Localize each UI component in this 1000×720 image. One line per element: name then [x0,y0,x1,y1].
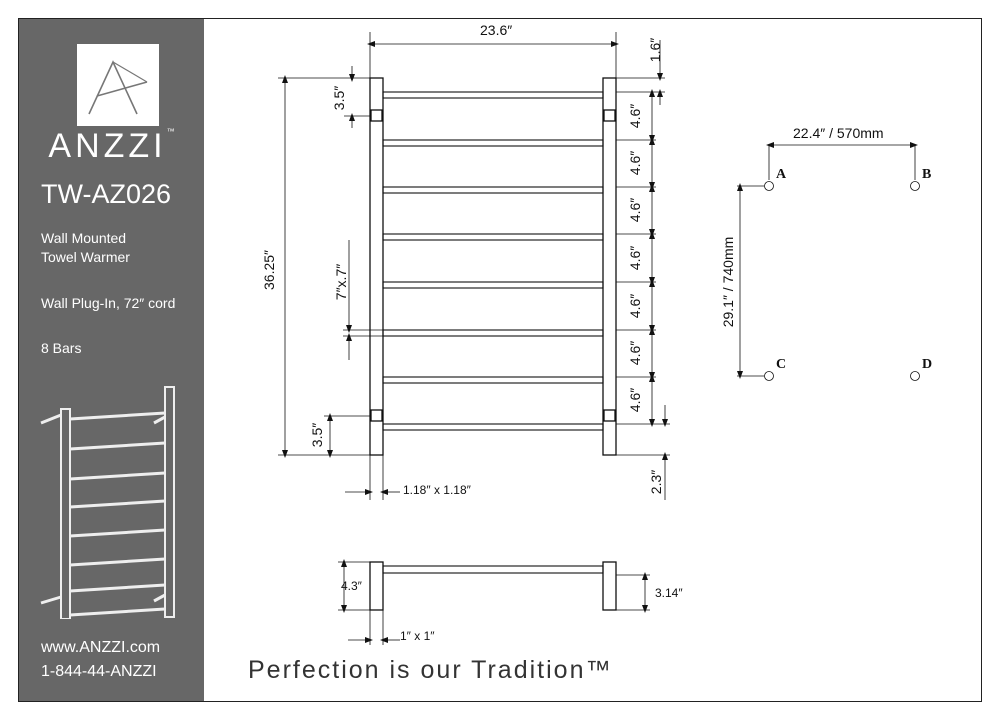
dim-bar-spacing: 4.6″ [627,104,643,128]
left-top-bracket [370,109,383,122]
left-post [369,77,384,456]
dim-bottom-offset: 2.3″ [648,470,664,494]
description: Wall Mounted Towel Warmer [41,229,130,267]
dim-bar-spacing: 4.6″ [627,341,643,365]
page-frame [18,18,982,702]
right-post [602,77,617,456]
front-view [369,77,617,456]
mount-hole-d [910,371,920,381]
bars [382,91,604,431]
dim-bracket-section: 1″ x 1″ [400,629,435,643]
mount-label-c: C [776,357,786,372]
description-line2: Towel Warmer [41,249,130,265]
top-view [369,561,617,611]
logo [77,44,159,126]
dim-bar-spacing: 4.6″ [627,198,643,222]
dim-bar-spacing-group: 4.6″ 4.6″ 4.6″ 4.6″ 4.6″ 4.6″ 4.6″ [627,104,643,412]
dim-mount-horizontal: 22.4″ / 570mm [793,125,884,141]
logo-mark-icon [88,60,148,115]
mount-label-b: B [922,167,931,182]
mount-hole-c [764,371,774,381]
model-number: TW-AZ026 [41,179,172,209]
dim-bar-spacing: 4.6″ [627,294,643,318]
dim-post-section: 1.18″ x 1.18″ [403,483,472,497]
sidebar: ANZZI™ TW-AZ026 Wall Mounted Towel Warme… [19,19,204,701]
dim-bar-spacing: 4.6″ [627,246,643,270]
dim-mount-vertical: 29.1″ / 740mm [720,237,736,328]
dim-depth: 4.3″ [341,579,363,593]
dim-top-offset: 1.6″ [647,38,663,62]
dim-bracket-top: 3.5″ [331,86,347,110]
dim-bracket-bottom: 3.5″ [309,423,325,447]
mount-label-d: D [922,357,932,372]
description-line1: Wall Mounted [41,230,127,246]
right-top-bracket [603,109,616,122]
towel-warmer-illustration [40,386,175,619]
power-spec: Wall Plug-In, 72″ cord [41,295,176,311]
website-link[interactable]: www.ANZZI.com [41,639,161,656]
mount-label-a: A [776,167,787,182]
right-bottom-bracket [603,409,616,422]
mount-hole-a [764,181,774,191]
dim-bar-gap: 7″x.7″ [333,264,349,300]
dim-bar-spacing: 4.6″ [627,388,643,412]
bars-spec: 8 Bars [41,340,82,356]
dim-bar-spacing: 4.6″ [627,151,643,175]
brand-name: ANZZI™ [48,127,175,165]
dim-width: 23.6″ [480,22,512,38]
dim-height: 36.25″ [261,250,277,290]
dim-bracket-depth: 3.14″ [655,586,683,600]
left-bottom-bracket [370,409,383,422]
mount-hole-b [910,181,920,191]
mounting-layout: 22.4″ / 570mm 29.1″ / 740mm A B C D [720,125,932,381]
tagline: Perfection is our Tradition™ [248,656,613,684]
phone-number: 1-844-44-ANZZI [41,663,157,680]
